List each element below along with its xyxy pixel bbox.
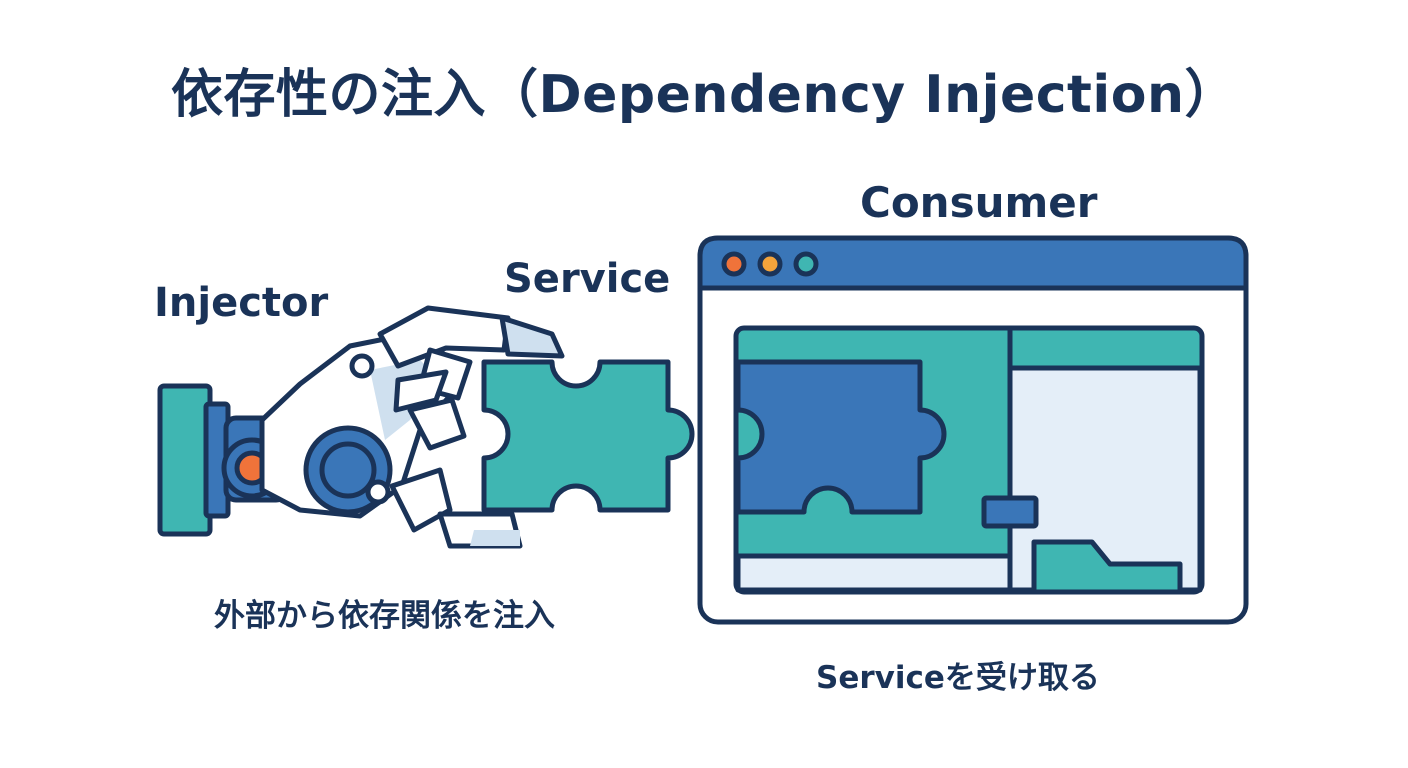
service-label: Service (504, 256, 671, 302)
window-maximize-dot (793, 251, 819, 277)
robot-hand-icon (157, 305, 565, 549)
browser-window-icon (697, 235, 1249, 625)
page-title: 依存性の注入（Dependency Injection） (171, 65, 1237, 125)
consumer-caption: Serviceを受け取る (816, 660, 1100, 696)
injector-caption: 外部から依存関係を注入 (214, 598, 555, 634)
window-minimize-dot (757, 251, 783, 277)
consumer-label: Consumer (860, 178, 1098, 227)
puzzle-piece-icon (481, 359, 695, 513)
window-close-dot (721, 251, 747, 277)
injector-label: Injector (154, 280, 329, 326)
